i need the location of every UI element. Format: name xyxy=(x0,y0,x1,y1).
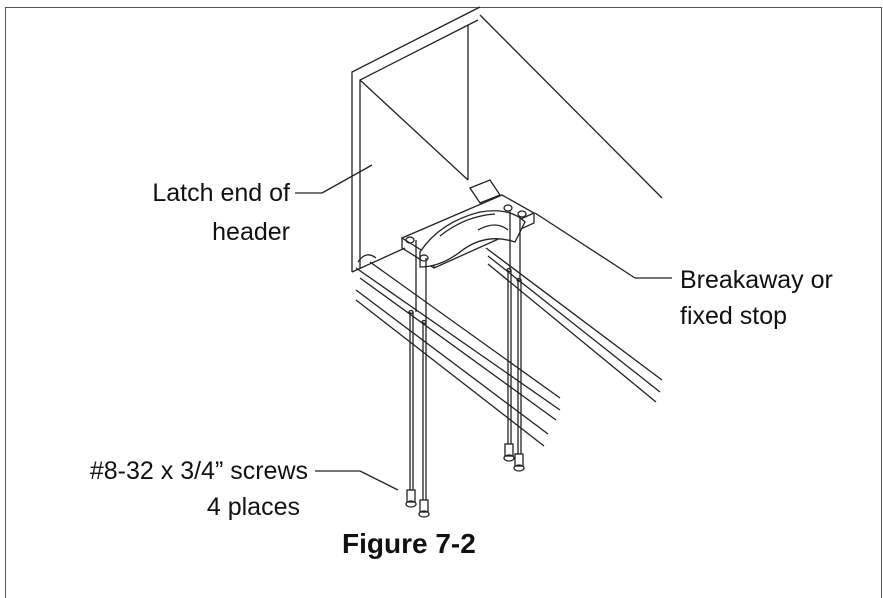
latch-end-label-line1: Latch end of xyxy=(152,179,290,207)
figure-border xyxy=(5,7,882,598)
screws-label-line1: #8-32 x 3/4” screws xyxy=(89,457,308,485)
figure-caption: Figure 7-2 xyxy=(342,528,476,559)
leader-lines xyxy=(295,164,672,491)
stop-label-line1: Breakaway or xyxy=(680,266,833,294)
stop-bracket xyxy=(400,179,536,269)
header-rails xyxy=(355,247,663,447)
latch-end-label-line2: header xyxy=(212,218,290,246)
stop-label-line2: fixed stop xyxy=(680,302,788,330)
screws xyxy=(405,210,525,518)
header-body xyxy=(351,6,663,273)
screws-label-line2: 4 places xyxy=(206,493,300,521)
